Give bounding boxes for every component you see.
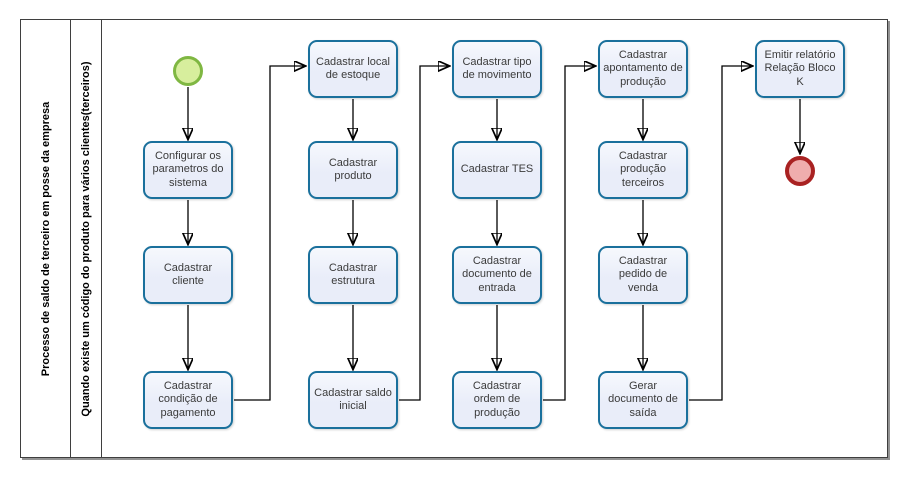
task-label: Cadastrar condição de pagamento (158, 379, 218, 419)
task-cadastrar-tipo-movimento[interactable]: Cadastrar tipo de movimento (452, 40, 542, 98)
task-cadastrar-pedido-venda[interactable]: Cadastrar pedido de venda (598, 246, 688, 304)
task-label: Cadastrar cliente (163, 261, 213, 288)
task-label: Emitir relatório Relação Bloco K (764, 48, 836, 88)
task-cadastrar-apontamento-producao[interactable]: Cadastrar apontamento de produção (598, 40, 688, 98)
task-cadastrar-produto[interactable]: Cadastrar produto (308, 141, 398, 199)
task-label: Cadastrar saldo inicial (314, 386, 392, 413)
task-cadastrar-ordem-producao[interactable]: Cadastrar ordem de produção (452, 371, 542, 429)
task-cadastrar-cliente[interactable]: Cadastrar cliente (143, 246, 233, 304)
task-cadastrar-local-estoque[interactable]: Cadastrar local de estoque (308, 40, 398, 98)
pool-label: Processo de saldo de terceiro em posse d… (39, 101, 52, 376)
task-cadastrar-documento-entrada[interactable]: Cadastrar documento de entrada (452, 246, 542, 304)
task-label: Cadastrar produto (328, 156, 378, 183)
start-event[interactable] (173, 56, 203, 86)
task-cadastrar-condicao-pagamento[interactable]: Cadastrar condição de pagamento (143, 371, 233, 429)
task-cadastrar-estrutura[interactable]: Cadastrar estrutura (308, 246, 398, 304)
end-event[interactable] (785, 156, 815, 186)
task-cadastrar-tes[interactable]: Cadastrar TES (452, 141, 542, 199)
task-label: Cadastrar TES (460, 163, 534, 176)
task-cadastrar-saldo-inicial[interactable]: Cadastrar saldo inicial (308, 371, 398, 429)
task-label: Cadastrar ordem de produção (472, 379, 522, 419)
task-cadastrar-producao-terceiros[interactable]: Cadastrar produção terceiros (598, 141, 688, 199)
task-label: Cadastrar apontamento de produção (603, 48, 683, 88)
task-emitir-relatorio-bloco-k[interactable]: Emitir relatório Relação Bloco K (755, 40, 845, 98)
lane-label-band: Quando existe um código do produto para … (71, 20, 102, 457)
lane-label: Quando existe um código do produto para … (80, 60, 92, 417)
task-label: Cadastrar pedido de venda (618, 254, 668, 294)
task-label: Gerar documento de saída (608, 379, 678, 419)
task-label: Cadastrar documento de entrada (462, 254, 532, 294)
task-gerar-documento-saida[interactable]: Gerar documento de saída (598, 371, 688, 429)
task-label: Configurar os parametros do sistema (152, 149, 224, 189)
task-label: Cadastrar estrutura (328, 261, 378, 288)
task-configurar-parametros-sistema[interactable]: Configurar os parametros do sistema (143, 141, 233, 199)
pool-label-band: Processo de saldo de terceiro em posse d… (21, 20, 71, 457)
task-label: Cadastrar local de estoque (316, 55, 390, 82)
task-label: Cadastrar produção terceiros (618, 149, 668, 189)
task-label: Cadastrar tipo de movimento (462, 55, 532, 82)
